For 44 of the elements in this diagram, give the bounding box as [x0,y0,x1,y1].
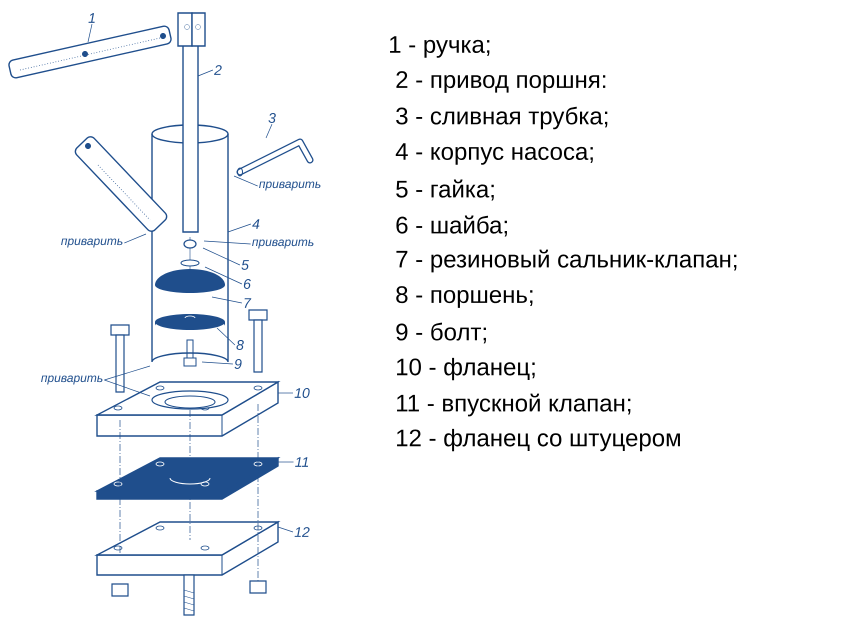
leader-line [104,380,150,396]
legend-entry: 10 - фланец; [397,358,535,380]
callout-number: 5 [241,260,249,270]
weld-note: приварить [252,240,314,248]
callout-number: 4 [252,219,260,229]
leader-line [204,266,242,284]
weld-note: приварить [259,182,320,190]
callout-number: 12 [294,527,310,537]
callout-number: 10 [294,388,310,398]
leader-line [104,366,150,380]
leader-line [278,392,294,394]
leader-line [202,248,240,266]
weld-note: приварить [41,376,102,384]
legend-entry: 4 - корпус насоса; [396,143,593,165]
leader-line [204,240,252,244]
legend-entry: 3 - сливная трубка; [396,106,608,130]
leader-line [228,224,252,232]
leader-line [198,70,214,76]
leader-line [216,328,236,346]
leader-line [266,124,272,138]
legend-entry: 12 - фланец со штуцером [397,428,680,452]
leader-line [202,362,234,364]
callout-number: 2 [214,65,222,75]
leader-line [234,176,258,186]
legend-entry: 6 - шайба; [396,216,507,236]
legend-entry: 1 - ручка; [390,36,490,58]
weld-note: приварить [61,238,122,248]
legend-entry: 2 - привод поршня: [396,71,606,93]
callout-number: 3 [268,113,276,123]
leader-line [212,296,242,304]
leader-line [124,234,146,244]
callout-number: 9 [234,359,242,369]
callout-number: 11 [295,457,308,467]
legend-entry: 8 - поршень; [396,286,532,308]
legend-entry: 7 - резиновый сальник-клапан; [396,250,736,272]
legend-entry: 5 - гайка; [396,180,494,200]
leader-line [88,24,92,42]
callout-number: 6 [244,279,251,289]
leader-line [278,526,294,532]
legend-entry: 9 - болт; [396,322,486,344]
legend-entry: 11 - впускной клапан; [397,394,630,416]
callout-number: 8 [236,340,244,350]
callout-number: 1 [88,13,95,23]
callout-number: 7 [244,298,252,308]
